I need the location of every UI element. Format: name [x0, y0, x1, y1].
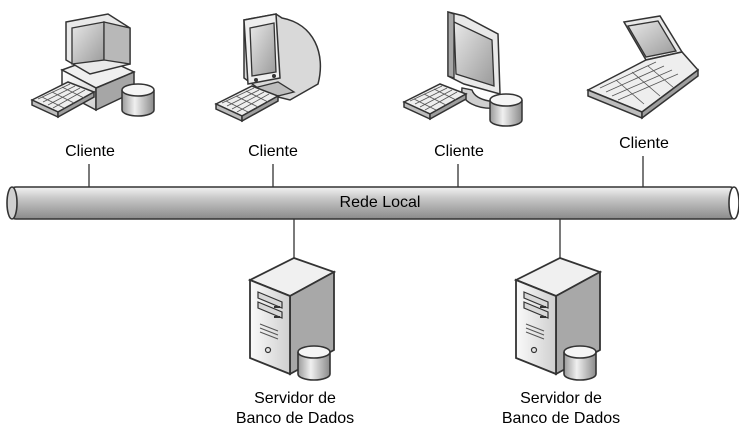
- client-label: Cliente: [434, 143, 484, 160]
- client-label: Cliente: [619, 135, 669, 152]
- network-label: Rede Local: [339, 194, 421, 211]
- database-server-icon: [515, 257, 601, 381]
- crt-monitor-icon: [215, 13, 322, 122]
- desktop-tower-icon: [31, 13, 155, 118]
- client-label: Cliente: [248, 143, 298, 160]
- client-label: Cliente: [65, 143, 115, 160]
- server-label-line2: Banco de Dados: [501, 410, 621, 427]
- flat-monitor-icon: [403, 11, 523, 127]
- connector-lines: [88, 156, 644, 258]
- server-label-line1: Servidor de: [520, 390, 602, 407]
- database-server-icon: [249, 257, 335, 381]
- server-label-line1: Servidor de: [254, 390, 336, 407]
- rede-local-bus: [6, 186, 739, 220]
- laptop-icon: [586, 15, 700, 120]
- server-label-line2: Banco de Dados: [235, 410, 355, 427]
